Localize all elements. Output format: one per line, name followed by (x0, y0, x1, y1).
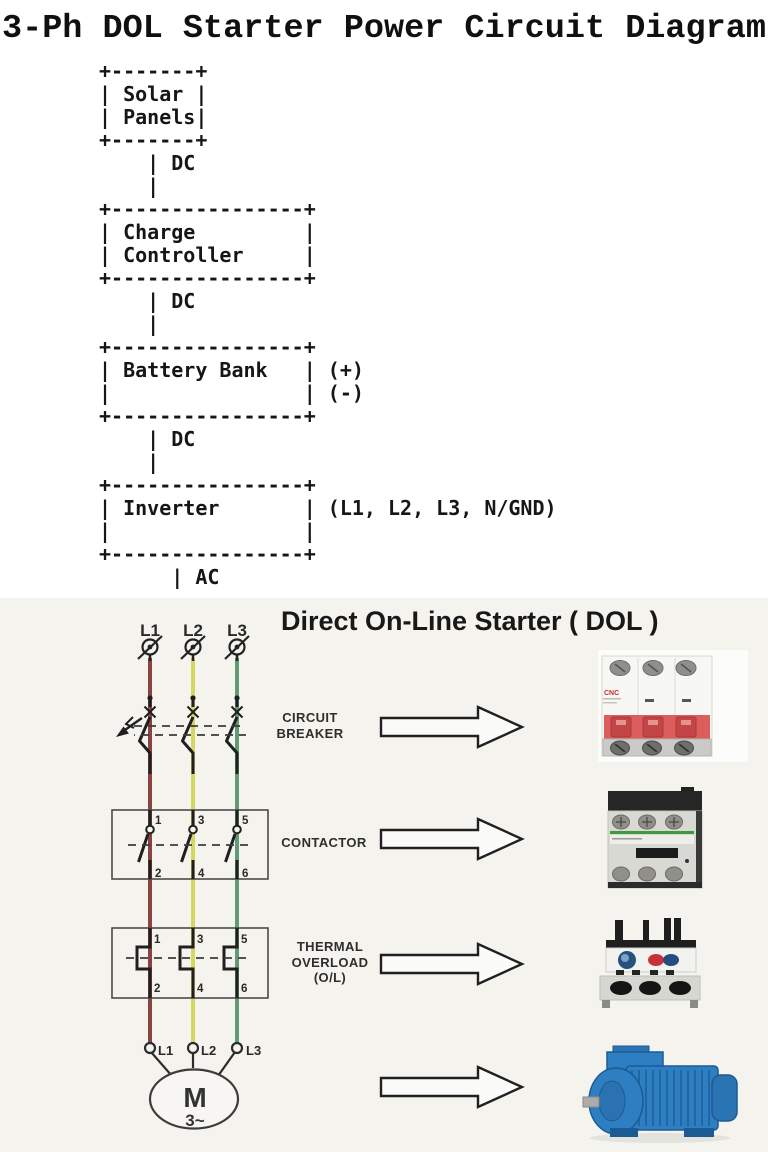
arrow-right-icon (379, 705, 525, 749)
breaker-x-marks (143, 705, 244, 719)
overload-terminal-1: 1 (154, 934, 161, 946)
overload-box (111, 927, 269, 999)
overload-terminal-5: 5 (241, 934, 248, 946)
dol-diagram-svg: L1 L2 L3 1 3 5 2 4 6 1 3 5 2 4 6 L1 L2 L… (111, 621, 748, 1143)
mcb-photo (598, 650, 748, 762)
phase-label-l3: L3 (227, 621, 247, 640)
overload-terminal-2: 2 (154, 983, 160, 995)
motor-phase-mark: 3~ (185, 1111, 204, 1130)
thermal-overload-label-line3: (O/L) (313, 970, 347, 985)
contactor-terminal-4: 4 (198, 868, 205, 880)
arrow-right-icon (379, 1065, 525, 1109)
phase-label-l2: L2 (183, 621, 203, 640)
motor-circle (148, 1068, 240, 1130)
contactor-label: CONTACTOR (264, 835, 384, 851)
page-title: 3-Ph DOL Starter Power Circuit Diagram (2, 10, 766, 48)
circuit-breaker-symbol (116, 695, 246, 774)
arrow-icons (379, 705, 525, 1109)
breaker-handle-icon (116, 716, 143, 737)
circuit-breaker-label-line1: CIRCUIT (282, 710, 338, 725)
thermal-overload-symbol (111, 927, 269, 999)
overload-terminal-6: 6 (241, 983, 247, 995)
motor-terminal-l2: L2 (201, 1043, 216, 1058)
phase-label-l1: L1 (140, 621, 160, 640)
supply-terminal-icons (137, 635, 250, 661)
contactor-terminal-5: 5 (242, 815, 249, 827)
motor-symbol (143, 1041, 244, 1130)
contactor-symbol (111, 809, 269, 880)
motor-photo (582, 1045, 738, 1143)
breaker-brand-text: CNC (604, 690, 619, 697)
arrow-right-icon (379, 817, 525, 861)
contactor-box (111, 809, 269, 880)
contactor-terminal-6: 6 (242, 868, 248, 880)
circuit-breaker-label-line2: BREAKER (276, 725, 344, 741)
terminal-icon (224, 635, 250, 661)
arrow-right-icon (379, 942, 525, 986)
overload-terminal-3: 3 (197, 934, 203, 946)
contactor-terminal-2: 2 (155, 868, 161, 880)
dol-heading: Direct On-Line Starter ( DOL ) (281, 606, 659, 636)
solar-block-diagram-ascii: +-------+ | Solar | | Panels| +-------+ … (99, 59, 557, 589)
motor-terminal-l3: L3 (246, 1043, 261, 1058)
thermal-overload-label: THERMAL OVERLOAD (O/L) (270, 939, 390, 986)
contactor-terminal-3: 3 (198, 815, 204, 827)
terminal-icon (137, 635, 163, 661)
contactor-terminal-1: 1 (155, 815, 162, 827)
breaker-link-dashes (134, 725, 246, 736)
overload-terminal-4: 4 (197, 983, 204, 995)
motor-terminal-l1: L1 (158, 1043, 173, 1058)
dol-figure: L1 L2 L3 1 3 5 2 4 6 1 3 5 2 4 6 L1 L2 L… (0, 598, 768, 1152)
circuit-breaker-label: CIRCUIT BREAKER (250, 710, 370, 741)
contactor-label-line1: CONTACTOR (281, 835, 367, 850)
terminal-icon (180, 635, 206, 661)
thermal-overload-photo (599, 918, 701, 1008)
thermal-overload-label-line1: THERMAL (296, 939, 364, 954)
motor-letter: M (183, 1082, 206, 1113)
contactor-photo (607, 787, 703, 889)
thermal-overload-label-line2: OVERLOAD (291, 954, 369, 970)
